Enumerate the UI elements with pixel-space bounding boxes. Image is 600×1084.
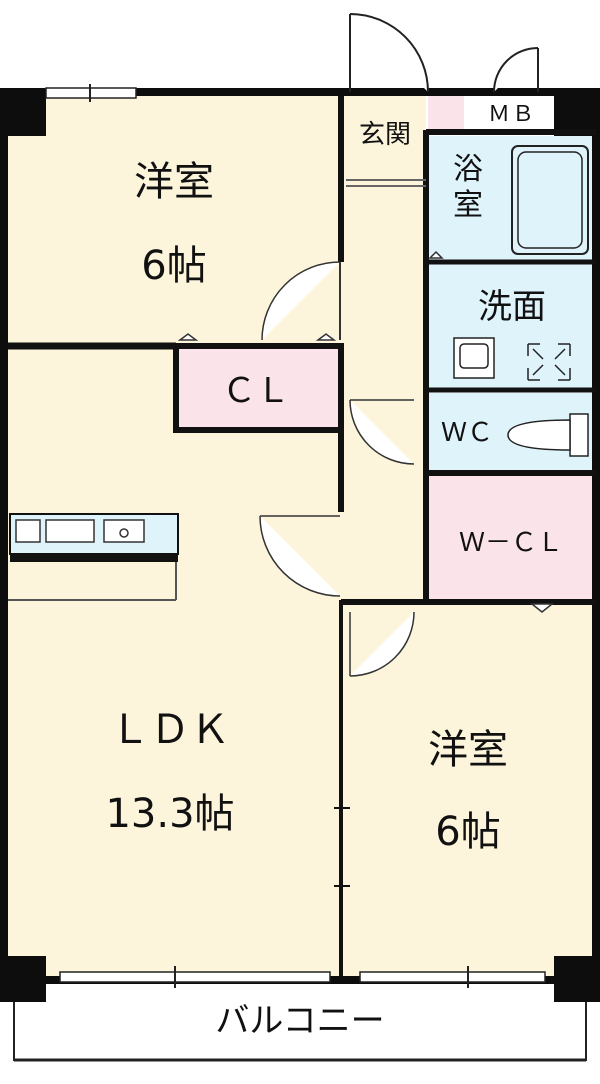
corner-column-bl bbox=[0, 956, 46, 1002]
closet-label: ＣＬ bbox=[222, 371, 290, 411]
balcony-area bbox=[13, 981, 587, 1061]
corner-column-tl bbox=[0, 90, 46, 136]
door-ldk bbox=[259, 515, 341, 597]
walk-in-closet-label: Ｗ－ＣＬ bbox=[458, 528, 563, 558]
balcony-label: バルコニー bbox=[215, 1001, 385, 1041]
window-bottom-right bbox=[359, 971, 546, 983]
meter-box-area bbox=[428, 96, 464, 130]
western-room-1-size: 6帖 bbox=[141, 243, 207, 289]
walk-in-closet-area bbox=[428, 475, 592, 600]
corner-column-tr bbox=[554, 90, 600, 136]
toilet-fixture bbox=[507, 413, 589, 457]
ldk-name: ＬＤＫ bbox=[110, 707, 230, 753]
corner-column-br bbox=[554, 956, 600, 1002]
western-room-2-size: 6帖 bbox=[435, 809, 501, 855]
bathroom-label: 浴室 bbox=[453, 152, 483, 223]
washroom-label: 洗面 bbox=[478, 287, 546, 327]
entrance-label: 玄関 bbox=[358, 120, 411, 150]
closet-area bbox=[173, 343, 344, 433]
washer-space bbox=[527, 343, 571, 381]
entrance-door-swing bbox=[349, 13, 429, 93]
western-room-2-name: 洋室 bbox=[428, 727, 508, 773]
door-wc bbox=[349, 399, 415, 465]
toilet-label: ＷＣ bbox=[440, 418, 493, 448]
window-bottom-left bbox=[59, 971, 331, 983]
ldk-size: 13.3帖 bbox=[105, 791, 235, 837]
door-room1 bbox=[261, 261, 341, 341]
meter-box-door-swing bbox=[493, 47, 539, 93]
hallway-area bbox=[341, 96, 426, 606]
meter-box-label: ＭＢ bbox=[487, 102, 536, 127]
ldk-area bbox=[8, 346, 341, 976]
western-room-1-name: 洋室 bbox=[134, 159, 214, 205]
door-room2 bbox=[349, 611, 415, 677]
